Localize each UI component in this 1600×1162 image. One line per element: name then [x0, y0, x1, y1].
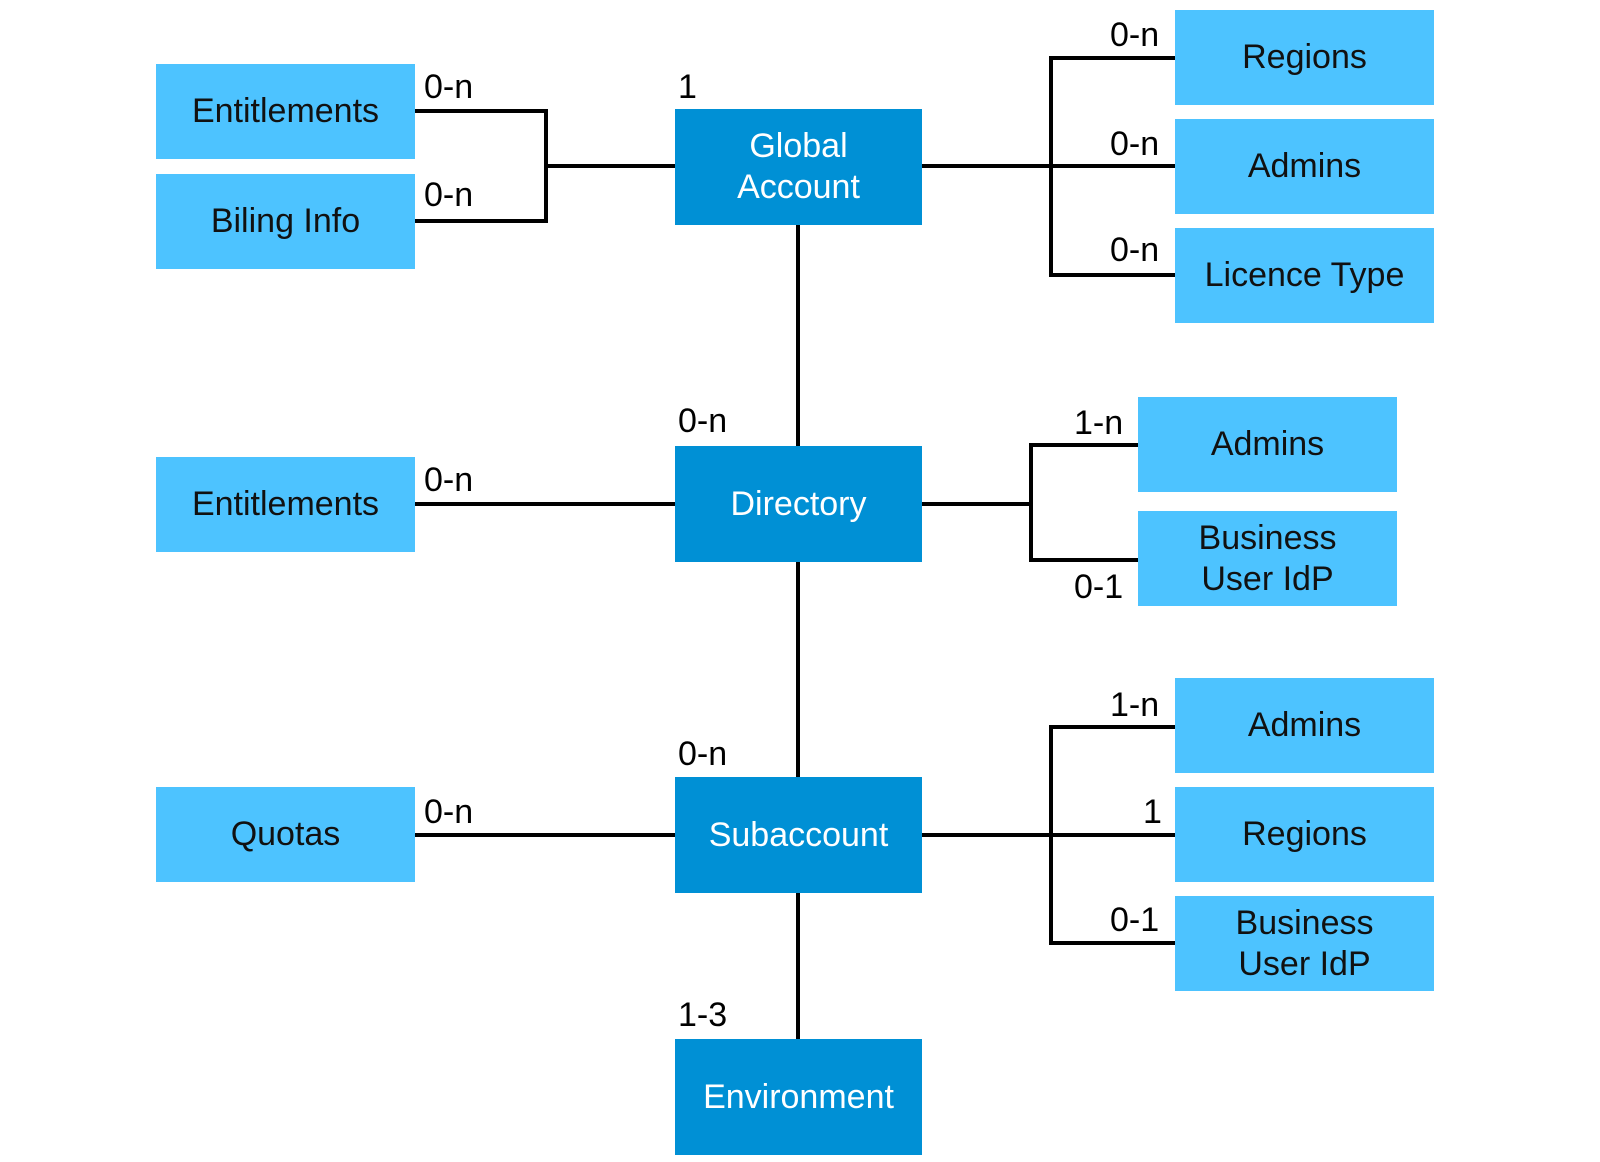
node-global-account: Global Account [675, 109, 922, 225]
cardinality-environment: 1-3 [678, 996, 728, 1034]
cardinality-ga-licence: 0-n [1110, 231, 1160, 269]
node-ga-billing-info: Biling Info [156, 174, 415, 269]
cardinality-ga-admins: 0-n [1110, 125, 1160, 163]
node-directory: Directory [675, 446, 922, 562]
cardinality-dir-admins: 1-n [1074, 404, 1124, 442]
cardinality-ga-entitlements: 0-n [424, 68, 474, 106]
cardinality-global-account: 1 [678, 68, 697, 106]
cardinality-dir-idp: 0-1 [1074, 568, 1124, 606]
cardinality-dir-entitlements: 0-n [424, 461, 474, 499]
cardinality-sub-idp: 0-1 [1110, 901, 1160, 939]
cardinality-subaccount: 0-n [678, 735, 728, 773]
node-ga-regions: Regions [1175, 10, 1434, 105]
node-sub-quotas: Quotas [156, 787, 415, 882]
node-subaccount: Subaccount [675, 777, 922, 893]
node-sub-business-user-idp: Business User IdP [1175, 896, 1434, 991]
node-sub-regions: Regions [1175, 787, 1434, 882]
node-dir-entitlements: Entitlements [156, 457, 415, 552]
node-dir-admins: Admins [1138, 397, 1397, 492]
node-environment: Environment [675, 1039, 922, 1155]
node-sub-admins: Admins [1175, 678, 1434, 773]
cardinality-sub-regions: 1 [1143, 793, 1162, 831]
node-dir-business-user-idp: Business User IdP [1138, 511, 1397, 606]
cardinality-ga-regions: 0-n [1110, 16, 1160, 54]
cardinality-sub-admins: 1-n [1110, 686, 1160, 724]
cardinality-directory: 0-n [678, 402, 728, 440]
node-ga-entitlements: Entitlements [156, 64, 415, 159]
node-ga-admins: Admins [1175, 119, 1434, 214]
cardinality-ga-billing: 0-n [424, 176, 474, 214]
node-ga-licence-type: Licence Type [1175, 228, 1434, 323]
cardinality-sub-quotas: 0-n [424, 793, 474, 831]
